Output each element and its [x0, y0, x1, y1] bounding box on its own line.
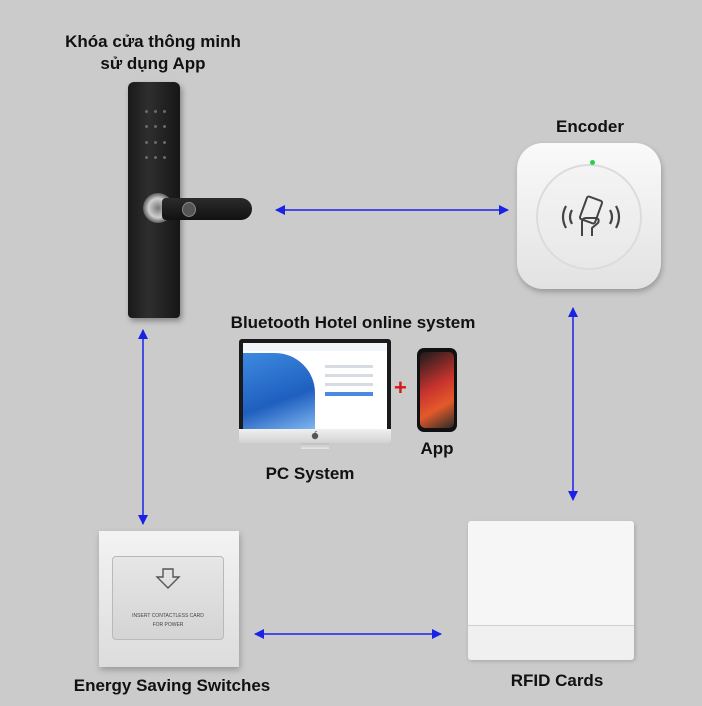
- fingerprint-sensor-icon: [182, 202, 196, 217]
- monitor-stand: [301, 443, 329, 449]
- encoder-led: [590, 160, 595, 165]
- down-arrow-insert-icon: [155, 568, 181, 589]
- lock-handle: [162, 198, 252, 220]
- lock-title-line2: sử dụng App: [100, 54, 206, 73]
- switch-caption: INSERT CONTACTLESS CARD FOR POWER: [132, 613, 204, 628]
- pc-system-label: PC System: [265, 464, 355, 483]
- energy-switch-label: Energy Saving Switches: [73, 676, 271, 695]
- plus-sign: +: [394, 375, 407, 400]
- switch-card-slot: [112, 556, 224, 640]
- rfid-cards-label: RFID Cards: [510, 671, 604, 690]
- lock-title: Khóa cửa thông minh sử dụng App: [38, 31, 268, 75]
- nfc-hand-card-icon: [561, 195, 621, 236]
- monitor-screen: [243, 343, 387, 429]
- apple-logo-icon: [311, 431, 319, 440]
- app-label: App: [420, 439, 454, 458]
- rfid-card-front: [468, 625, 634, 660]
- lock-keypad: [145, 110, 169, 166]
- phone-screen: [420, 352, 454, 428]
- system-title: Bluetooth Hotel online system: [230, 313, 476, 332]
- encoder-label: Encoder: [555, 117, 625, 136]
- lock-title-line1: Khóa cửa thông minh: [65, 32, 241, 51]
